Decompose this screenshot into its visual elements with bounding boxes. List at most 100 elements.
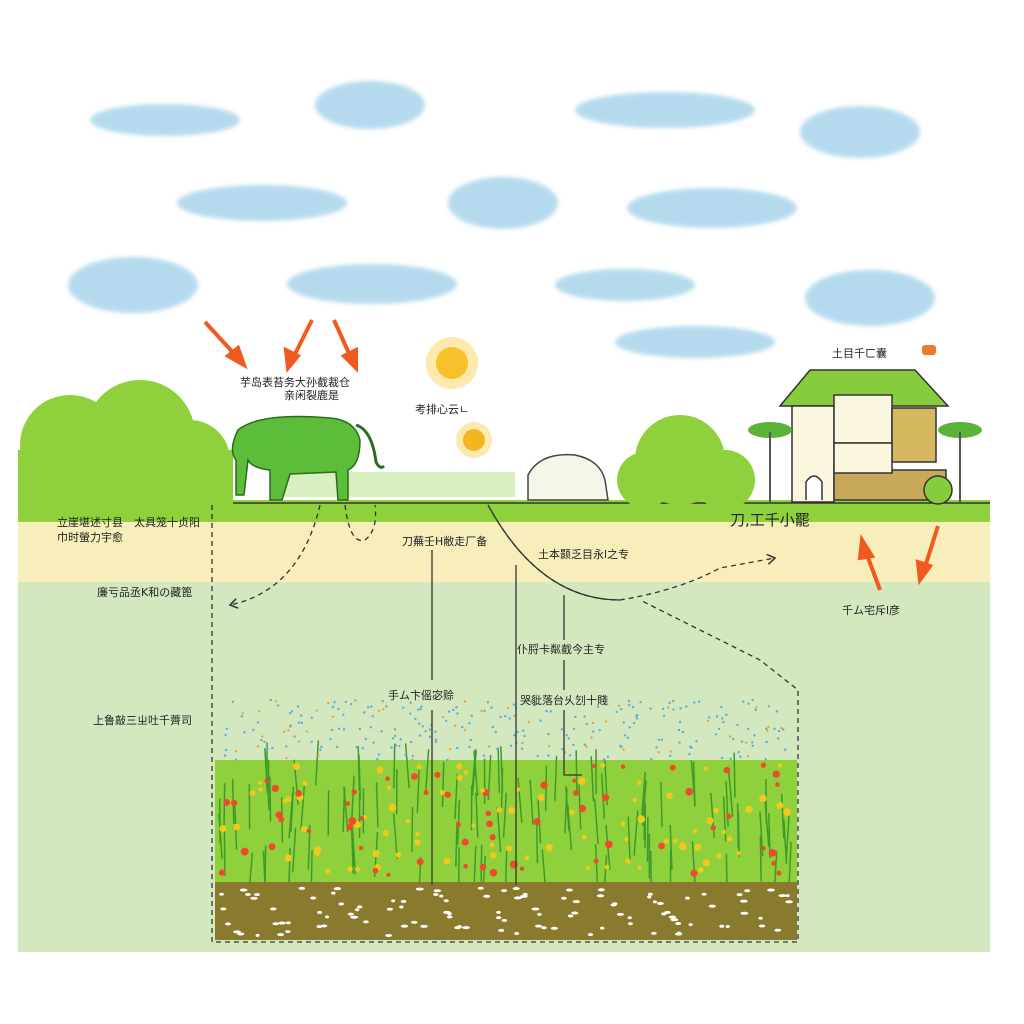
right-low-label: 千ム宅斥l彦 [842,603,900,617]
seed-dot [269,698,273,702]
seed-dot [428,728,432,731]
seed-dot [446,758,449,762]
seed-dot [494,730,498,734]
flower [637,865,642,870]
flower [533,818,541,826]
sun-icon [426,337,492,458]
cloud [68,257,198,313]
flower [604,840,613,849]
flower [678,842,687,851]
seed-dot [263,740,266,744]
pebble [233,930,241,934]
flower [505,845,513,852]
seed-dot [721,717,724,720]
pebble [285,930,291,934]
flower [760,762,767,768]
seed-dot [276,704,280,707]
flower [572,778,577,783]
seed-dot [393,728,397,731]
seed-dot [399,738,402,741]
cloud [805,270,935,326]
pebble [385,933,393,937]
seed-dot [252,728,255,732]
seed-dot [455,706,458,709]
seed-dot [565,733,568,737]
cloud [90,104,240,136]
seed-dot [461,725,464,729]
flower [284,854,292,862]
pebble [541,926,547,930]
pebble [664,910,671,914]
pebble [674,932,683,936]
arrows-label-line1: 芋岛表苔务大孙截裁仓 [240,375,350,389]
flower [233,823,241,831]
flower [372,867,379,874]
pebble [685,896,690,900]
plant-stem [594,844,599,890]
seed-dot [372,741,375,744]
seed-dot [231,700,235,703]
seed-dot [649,707,652,710]
pebble [250,896,258,900]
pebble [736,893,743,897]
pebble [739,899,748,903]
pebble [587,933,594,937]
flower [772,770,780,778]
seed-dot [737,750,740,754]
seed-dot [635,714,638,718]
flower [230,799,238,807]
pebble [571,911,579,915]
flower [444,791,451,798]
flower [625,858,631,864]
pebble [462,926,470,930]
seed-dot [329,737,332,741]
flower [456,774,463,781]
center-low-right-label: 哭豼落台乆刉十賤 [520,693,608,707]
seed-dot [754,708,757,711]
seed-dot [755,706,758,709]
flower [585,866,591,871]
seed-dot [628,726,631,729]
seed-dot [364,737,367,741]
seed-dot [409,740,413,744]
seed-dot [480,709,483,713]
seed-dot [742,700,745,703]
seed-dot [512,703,516,706]
seed-dot [783,748,787,751]
flower [411,773,418,780]
seed-dot [310,716,313,719]
flower [285,796,292,803]
flower [346,823,353,831]
flower [690,869,698,877]
flower [405,818,410,824]
seed-dot [394,744,398,747]
house-top-label: 土目千ㄈ囊 [832,346,887,360]
seed-dot [729,757,732,761]
plant-stem [529,779,534,825]
plant-stem [567,804,573,850]
seed-dot [585,722,588,726]
plant-stem [350,775,355,821]
pebble [333,887,342,891]
seed-dot [331,715,335,718]
plant-stem [554,755,558,801]
flower [658,842,665,850]
seed-dot [271,746,274,750]
flower [783,808,792,816]
seed-dot [261,735,264,738]
flower [395,851,402,858]
seed-dot [243,731,246,734]
sand-layer [18,518,990,582]
pebble [535,924,542,928]
flower [578,777,586,785]
seed-dot [377,709,381,713]
seed-dot [300,721,304,725]
house-ground-label: 刀,工千小罷 [730,511,810,529]
seed-dot [620,745,623,749]
flower [489,842,495,848]
flower [489,868,498,877]
pebble [627,916,632,920]
seed-dot [688,752,691,756]
seed-dot [598,728,601,732]
soil-pebbles [219,886,793,937]
